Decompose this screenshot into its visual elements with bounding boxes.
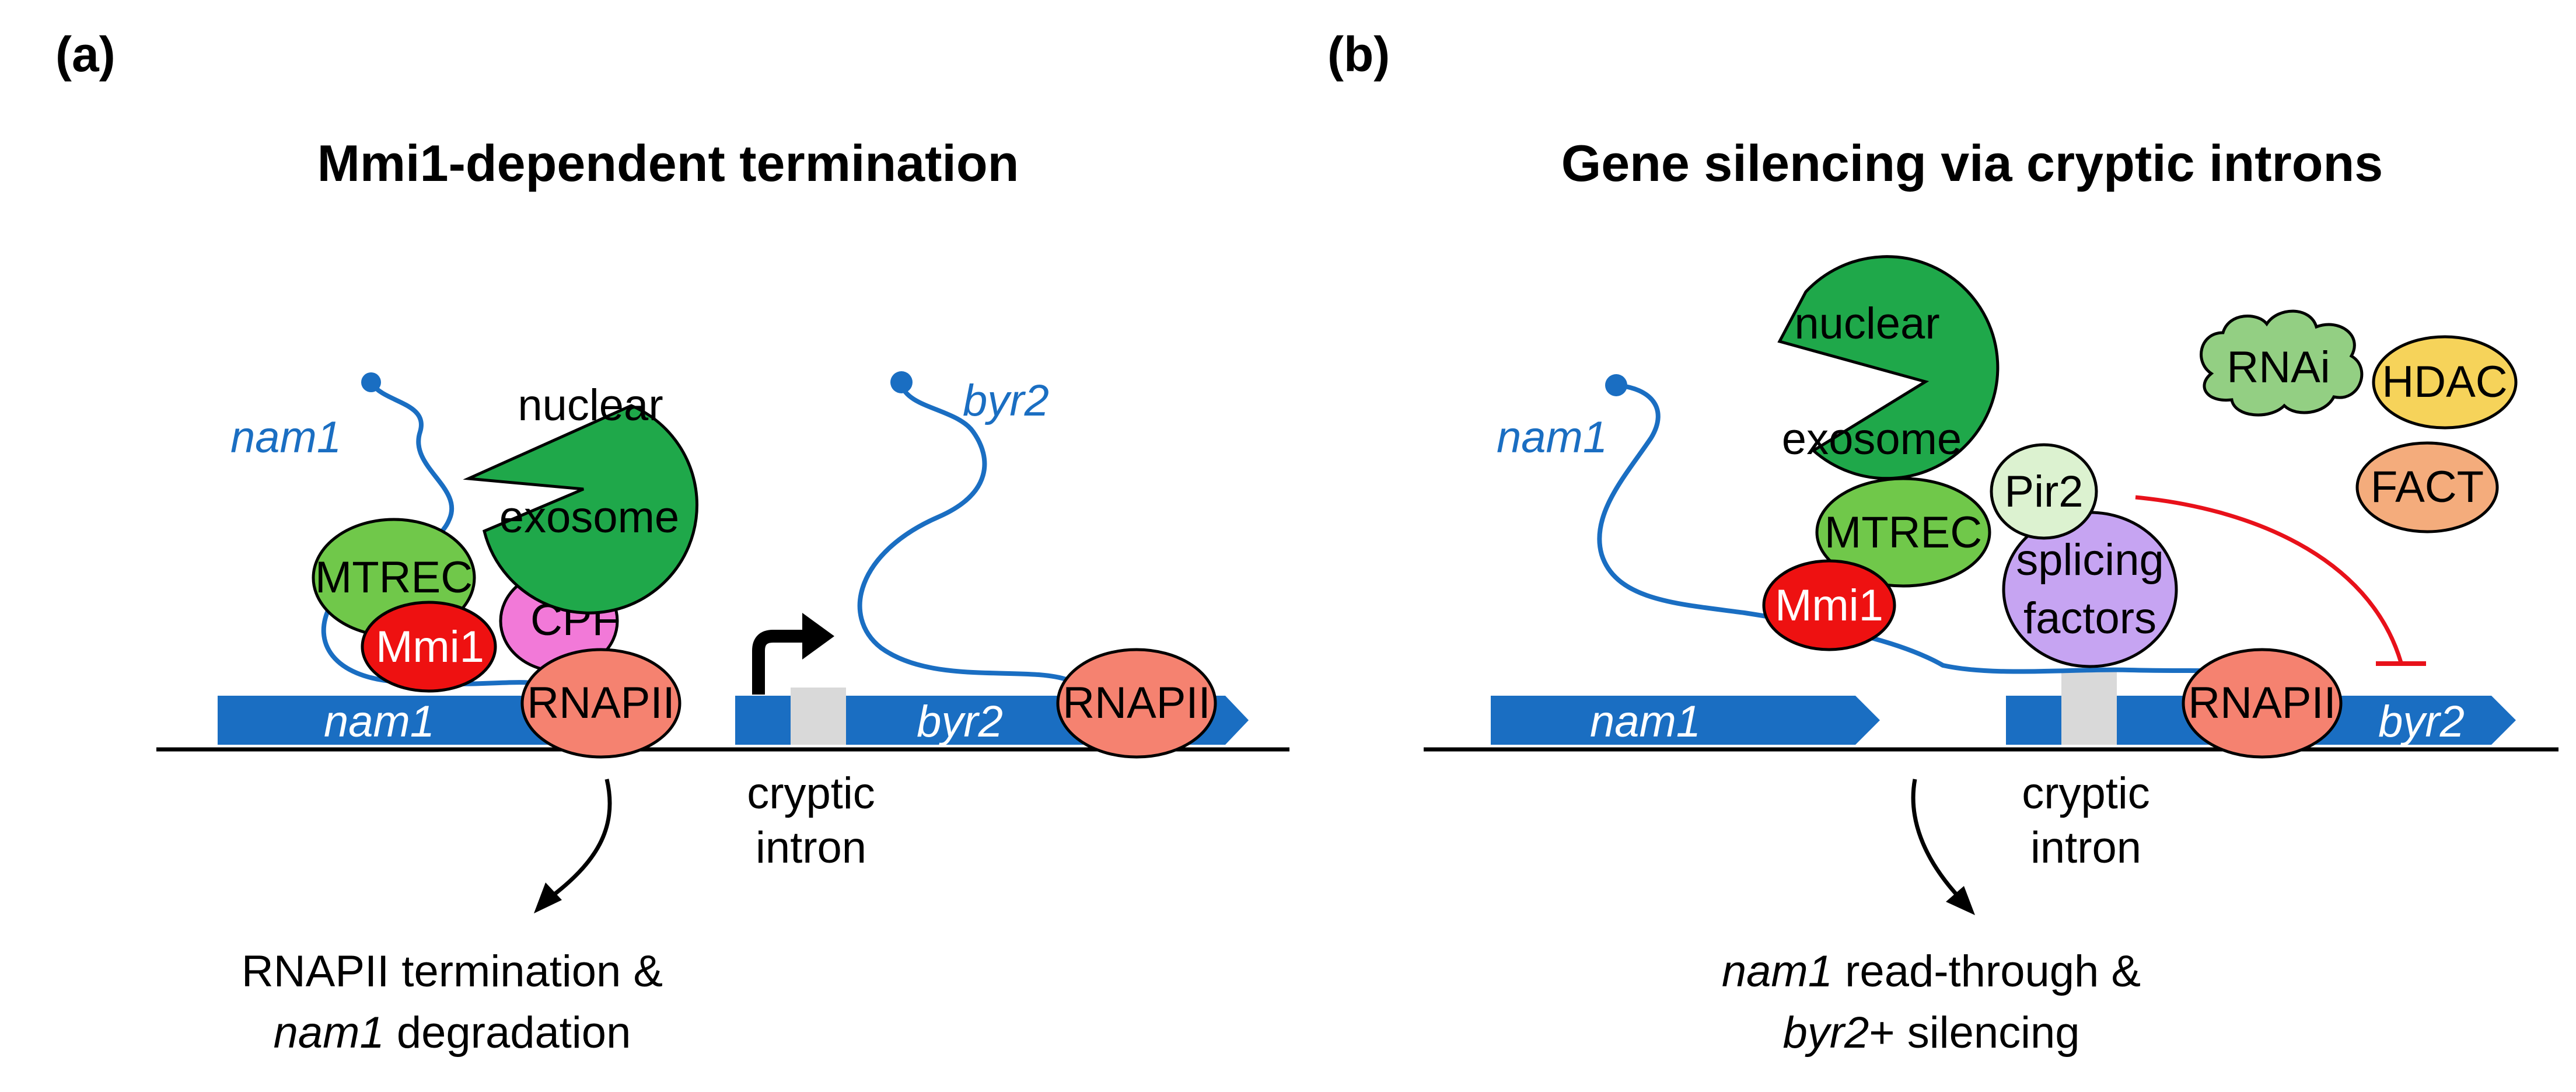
outcome-arrow-a (547, 779, 612, 901)
panel-b-label: (b) (1327, 27, 1390, 82)
rna-byr2-label-a: byr2 (963, 376, 1049, 425)
mtrec-b (1815, 477, 1991, 588)
cryptic-intron-label-1-a: cryptic (747, 769, 875, 818)
outcome-line-2-italic-b: byr2 (1782, 1008, 1869, 1058)
outcome-line-2-rest-a: degradation (385, 1008, 631, 1058)
rnapii-1-a (520, 648, 681, 759)
rnapii-1-label-a: RNAPII (527, 678, 674, 728)
exosome-label-2-b: exosome (1782, 414, 1962, 464)
mtrec-label-a: MTREC (315, 553, 473, 602)
mmi1-a (361, 601, 497, 693)
rna-cap-byr2-a (890, 371, 913, 393)
fact-b (2355, 441, 2499, 533)
inhibition-line-b (2135, 495, 2403, 664)
cryptic-intron-label-2-b: intron (2030, 823, 2141, 873)
exosome-label-1-a: nuclear (518, 381, 663, 430)
exosome-label-1-b: nuclear (1794, 299, 1939, 348)
splicing-label-1-b: splicing (2016, 535, 2163, 585)
rna-nam1-label-a: nam1 (230, 413, 341, 462)
rna-byr2-a (857, 382, 1070, 682)
rnapii-2-a (1056, 648, 1217, 759)
nuclear-exosome-b (1777, 255, 2000, 480)
hdac-label-b: HDAC (2382, 357, 2507, 407)
outcome-arrow-b (1911, 779, 1962, 901)
gene-nam1-label-b: nam1 (1590, 697, 1701, 746)
outcome-line-1-a: RNAPII termination & (242, 947, 663, 996)
gene-nam1-b (1491, 696, 1880, 745)
gene-byr2-label-b: byr2 (2378, 697, 2465, 746)
rnapii-b (2182, 648, 2343, 759)
outcome-line-2-rest-b: + silencing (1869, 1008, 2079, 1058)
outcome-arrowhead-b (1946, 886, 1975, 915)
tss-arrow-a (752, 630, 805, 695)
panel-a: (a) Mmi1-dependent termination nam1 byr2… (55, 27, 1289, 1058)
mmi1-b (1762, 559, 1896, 651)
outcome-line-1-italic-b: nam1 (1722, 947, 1833, 996)
panel-b-title: Gene silencing via cryptic introns (1561, 134, 2383, 192)
panel-b: (b) Gene silencing via cryptic introns n… (1327, 27, 2558, 1058)
rna-cap-nam1-b (1605, 374, 1627, 396)
rna-cap-nam1-a (361, 372, 381, 392)
outcome-arrowhead-a (534, 882, 562, 913)
rnapii-2-label-a: RNAPII (1062, 678, 1210, 728)
pir2-b (1990, 443, 2098, 540)
cryptic-intron-label-1-b: cryptic (2022, 769, 2150, 818)
rnai-cloud-b (2200, 309, 2364, 417)
gene-nam1-label-a: nam1 (324, 697, 435, 746)
mmi1-label-b: Mmi1 (1775, 581, 1883, 630)
hdac-b (2372, 335, 2518, 430)
gene-byr2-label-a: byr2 (917, 697, 1003, 746)
fact-label-b: FACT (2371, 462, 2484, 512)
cryptic-intron-box-b (2061, 671, 2117, 745)
outcome-line-2-b: byr2+ silencing (1782, 1008, 2079, 1058)
pir2-label-b: Pir2 (2004, 467, 2083, 517)
mmi1-label-a: Mmi1 (376, 622, 484, 672)
splicing-label-2-b: factors (2023, 594, 2156, 643)
nuclear-exosome-a (463, 404, 698, 615)
outcome-line-2-italic-a: nam1 (274, 1008, 385, 1058)
panel-a-label: (a) (55, 27, 116, 82)
outcome-line-1-rest-b: read-through & (1833, 947, 2141, 996)
rna-nam1-b (1597, 383, 2237, 674)
panel-a-title: Mmi1-dependent termination (317, 134, 1019, 192)
rnai-label-b: RNAi (2227, 343, 2330, 392)
outcome-line-2-a: nam1 degradation (274, 1008, 631, 1058)
cryptic-intron-label-2-a: intron (756, 823, 866, 873)
rnapii-label-b: RNAPII (2188, 678, 2336, 728)
cryptic-intron-box-a (791, 688, 846, 745)
exosome-label-2-a: exosome (499, 493, 679, 542)
outcome-line-1-b: nam1 read-through & (1722, 947, 2141, 996)
tss-arrowhead-a (802, 613, 834, 660)
rna-nam1-label-b: nam1 (1497, 413, 1607, 462)
mtrec-label-b: MTREC (1824, 508, 1982, 557)
